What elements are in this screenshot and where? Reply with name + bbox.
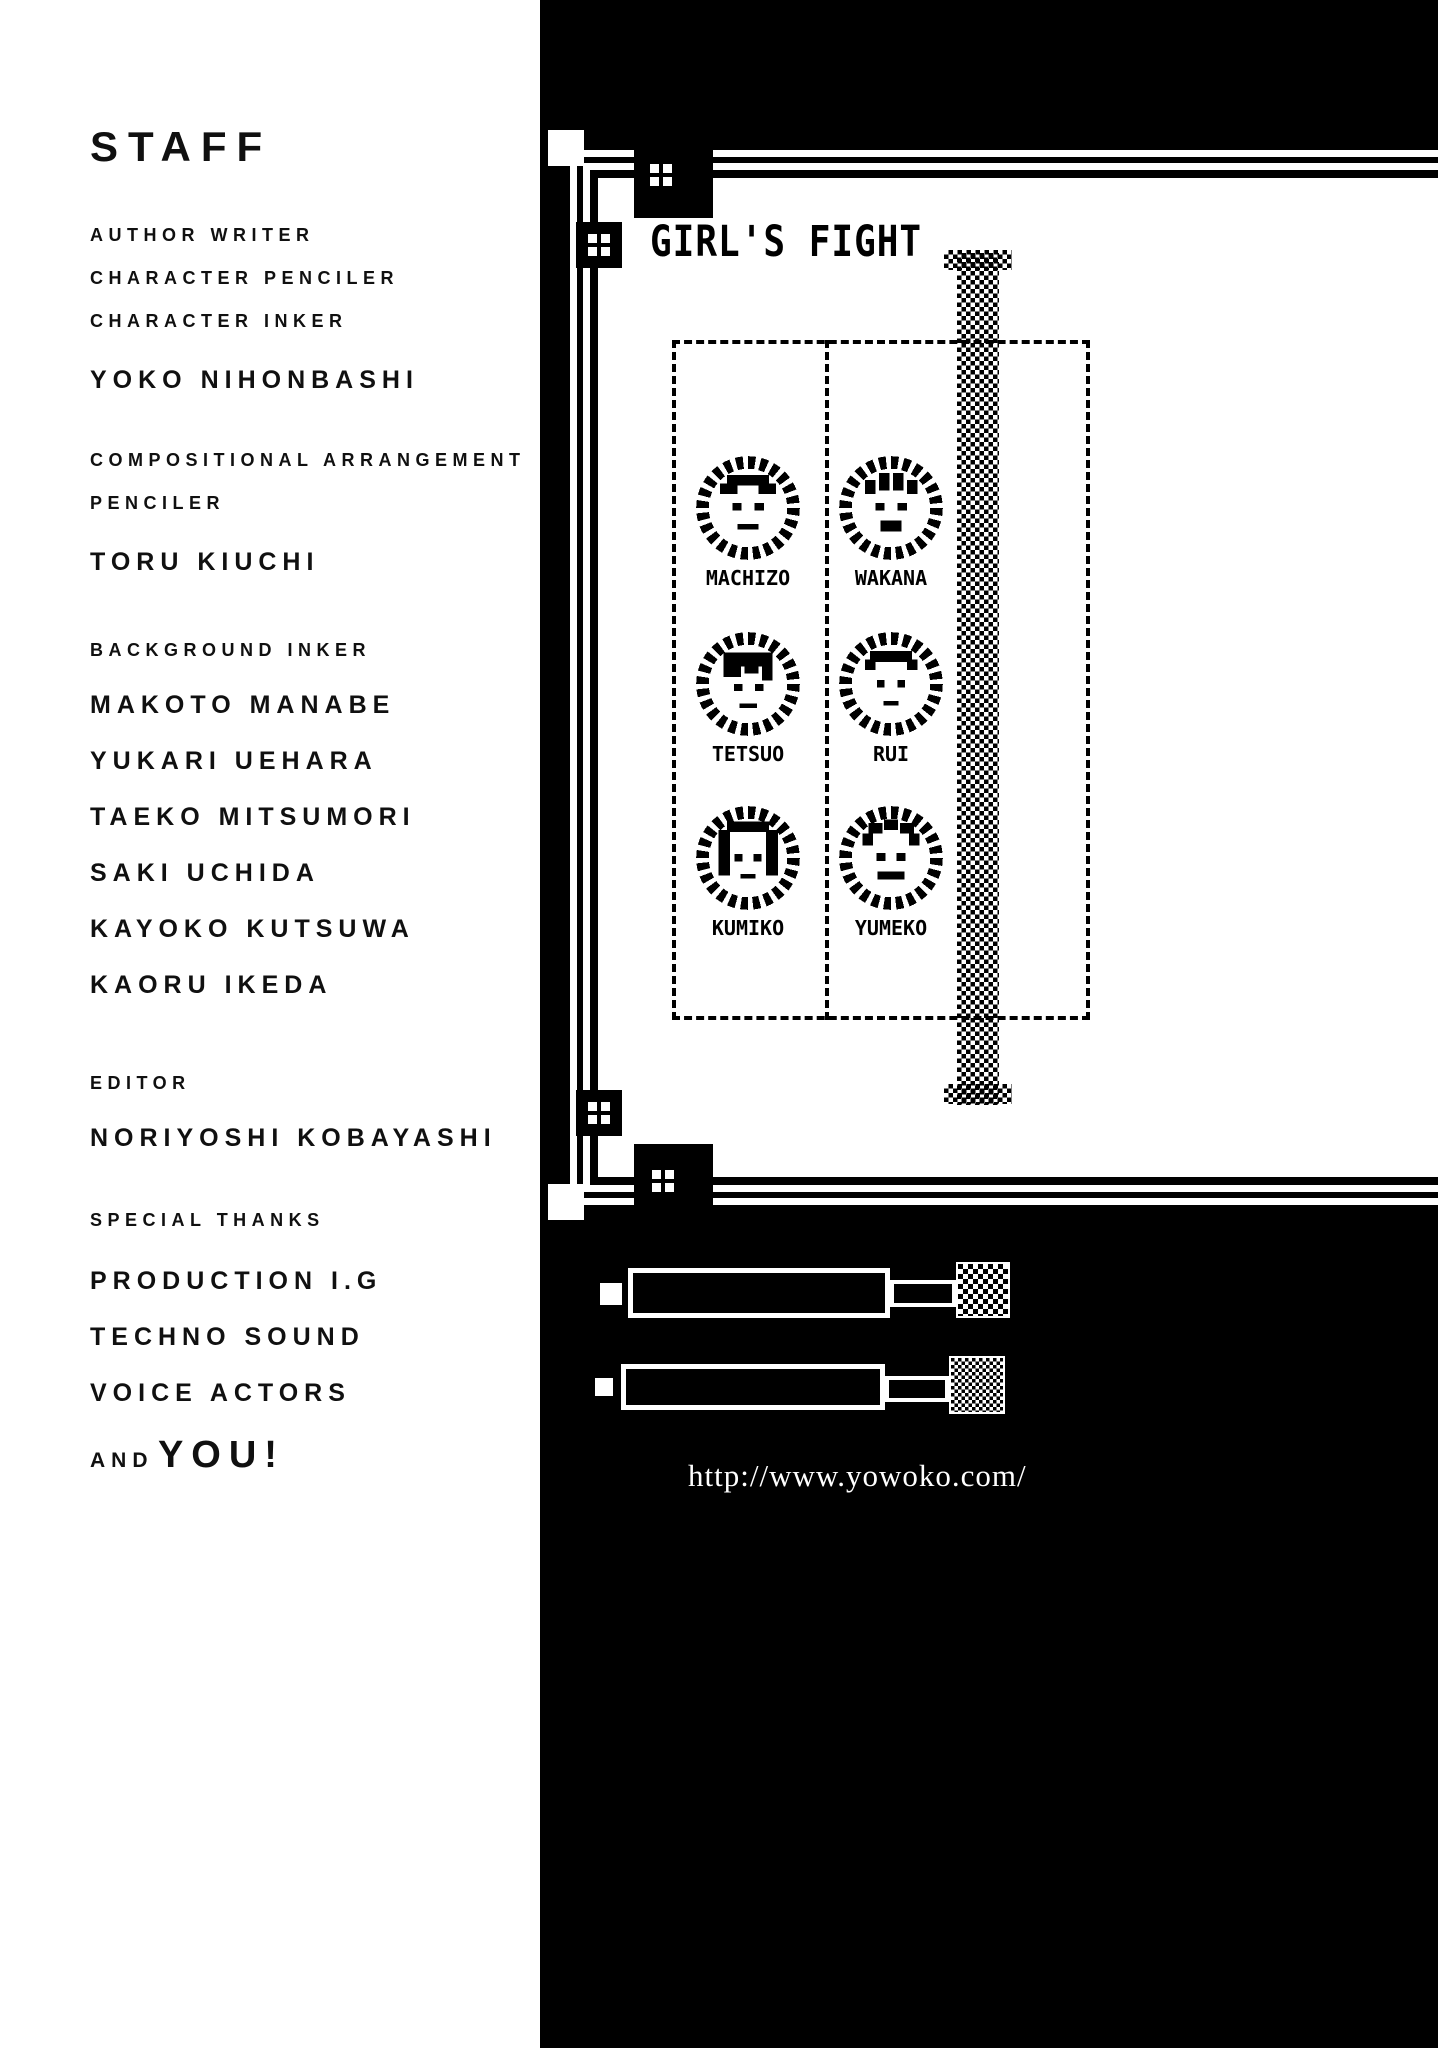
corner-block-top bbox=[634, 148, 713, 218]
pen-tip bbox=[600, 1283, 622, 1305]
role-label: PENCILER bbox=[90, 493, 226, 513]
tetsuo-portrait-icon bbox=[696, 632, 800, 736]
character-name: MACHIZO bbox=[705, 566, 791, 590]
character-machizo: MACHIZO bbox=[691, 452, 805, 590]
character-name: WAKANA bbox=[854, 566, 928, 590]
character-name: KUMIKO bbox=[711, 916, 785, 940]
pen-tip bbox=[595, 1378, 613, 1396]
frame-stripe-inner bbox=[583, 163, 1438, 1192]
staff-name: NORIYOSHI KOBAYASHI bbox=[90, 1124, 497, 1152]
role-label: AUTHOR WRITER bbox=[90, 225, 315, 245]
staff-name: TECHNO SOUND bbox=[90, 1323, 365, 1351]
pixel-window-icon bbox=[650, 164, 672, 186]
role-label: COMPOSITIONAL ARRANGEMENT bbox=[90, 450, 526, 470]
role-group-author: AUTHOR WRITER CHARACTER PENCILER CHARACT… bbox=[90, 214, 520, 343]
pen-cap bbox=[956, 1262, 1010, 1318]
character-name: YUMEKO bbox=[854, 916, 928, 940]
rui-portrait-icon bbox=[839, 632, 943, 736]
panel-title: GIRL'S FIGHT bbox=[650, 218, 923, 267]
character-name: RUI bbox=[872, 742, 910, 766]
staff-name: KAORU IKEDA bbox=[90, 971, 333, 999]
marker-pen-top bbox=[600, 1262, 1010, 1318]
frame-stripe-outer bbox=[570, 150, 1438, 1205]
staff-name: KAYOKO KUTSUWA bbox=[90, 915, 415, 943]
character-tetsuo: TETSUO bbox=[691, 628, 805, 766]
role-label: BACKGROUND INKER bbox=[90, 640, 371, 660]
role-group-composition: COMPOSITIONAL ARRANGEMENT PENCILER bbox=[90, 439, 520, 525]
staff-panel: STAFF AUTHOR WRITER CHARACTER PENCILER C… bbox=[0, 0, 540, 2048]
pen-neck bbox=[890, 1280, 956, 1307]
character-rui: RUI bbox=[834, 628, 948, 766]
corner-block-bottom bbox=[634, 1144, 713, 1214]
pillar-crossbar-bottom bbox=[944, 1084, 1012, 1104]
role-group-background: BACKGROUND INKER bbox=[90, 629, 520, 672]
pixel-pillar bbox=[957, 253, 999, 1105]
staff-name: MAKOTO MANABE bbox=[90, 691, 396, 719]
website-url: http://www.yowoko.com/ bbox=[688, 1458, 1027, 1493]
staff-name: YUKARI UEHARA bbox=[90, 747, 378, 775]
pixel-frame bbox=[560, 140, 1438, 1215]
role-label: EDITOR bbox=[90, 1073, 191, 1093]
staff-name: TORU KIUCHI bbox=[90, 548, 320, 576]
yumeko-portrait-icon bbox=[839, 806, 943, 910]
corner-tab-top bbox=[548, 130, 584, 166]
machizo-portrait-icon bbox=[696, 456, 800, 560]
roster-box bbox=[672, 340, 1090, 1020]
corner-tab-bottom bbox=[548, 1184, 584, 1220]
pen-body bbox=[628, 1268, 890, 1318]
role-label: CHARACTER INKER bbox=[90, 311, 348, 331]
pen-body bbox=[621, 1364, 885, 1410]
art-panel: GIRL'S FIGHT MACHIZO WAKANA bbox=[540, 0, 1438, 2048]
closing-emphasis: YOU! bbox=[157, 1434, 285, 1476]
staff-name: TAEKO MITSUMORI bbox=[90, 803, 416, 831]
staff-name: VOICE ACTORS bbox=[90, 1379, 351, 1407]
closing-line: AND YOU! bbox=[90, 1434, 520, 1477]
character-yumeko: YUMEKO bbox=[834, 802, 948, 940]
pen-neck bbox=[885, 1376, 949, 1402]
marker-pen-bottom bbox=[595, 1356, 1005, 1414]
role-group-thanks: SPECIAL THANKS bbox=[90, 1199, 520, 1242]
closing-prefix: AND bbox=[90, 1449, 154, 1472]
staff-name: YOKO NIHONBASHI bbox=[90, 366, 419, 394]
staff-name: PRODUCTION I.G bbox=[90, 1267, 383, 1295]
pixel-window-icon bbox=[588, 234, 610, 256]
character-name: TETSUO bbox=[711, 742, 785, 766]
kumiko-portrait-icon bbox=[696, 806, 800, 910]
role-label: CHARACTER PENCILER bbox=[90, 268, 400, 288]
pixel-window-icon bbox=[588, 1102, 610, 1124]
role-label: SPECIAL THANKS bbox=[90, 1210, 325, 1230]
staff-title: STAFF bbox=[90, 123, 273, 170]
staff-name: SAKI UCHIDA bbox=[90, 859, 320, 887]
character-wakana: WAKANA bbox=[834, 452, 948, 590]
pen-cap bbox=[949, 1356, 1005, 1414]
edge-block-bottom bbox=[576, 1090, 622, 1136]
character-kumiko: KUMIKO bbox=[691, 802, 805, 940]
role-group-editor: EDITOR bbox=[90, 1062, 520, 1105]
edge-block-top bbox=[576, 222, 622, 268]
frame-interior bbox=[598, 178, 1438, 1177]
roster-divider bbox=[825, 340, 829, 1020]
pixel-window-icon bbox=[652, 1170, 674, 1192]
wakana-portrait-icon bbox=[839, 456, 943, 560]
